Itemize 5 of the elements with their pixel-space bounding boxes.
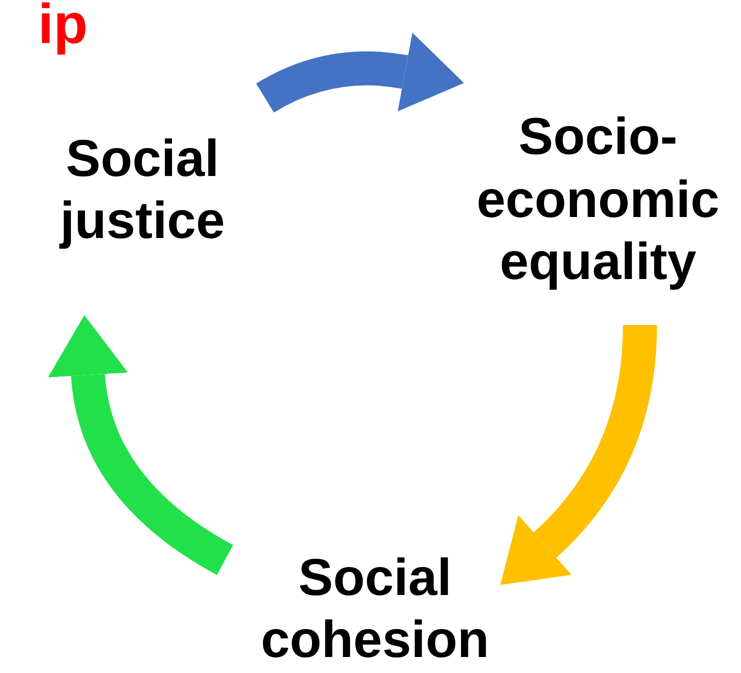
- node-label: Social justice: [58, 128, 226, 252]
- curved-arrow: [48, 315, 234, 575]
- curved-arrow: [502, 324, 657, 586]
- node-label: Social cohesion: [260, 548, 490, 671]
- node-label: Socio-economic equality: [476, 107, 720, 294]
